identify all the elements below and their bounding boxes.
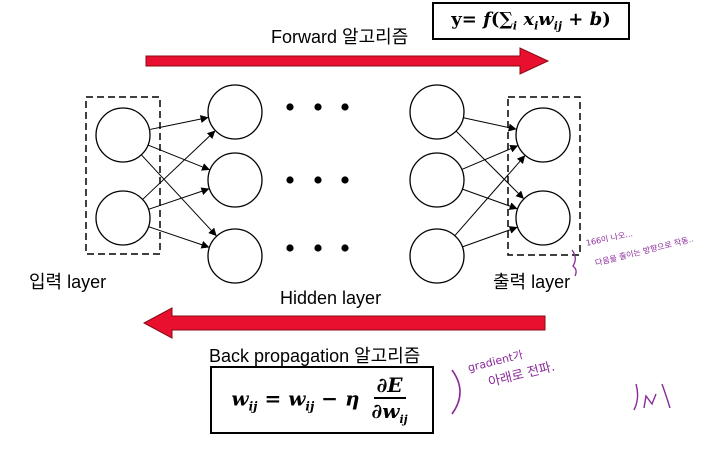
- ellipsis-dot: [341, 103, 349, 111]
- input-hidden-connection: [140, 154, 217, 237]
- last-neuron: [409, 228, 465, 284]
- update-formula-box: wij = wij − η ∂E ∂wij: [210, 366, 434, 434]
- output-layer-label: 출력 layer: [493, 272, 571, 292]
- forward-formula-box: y= f(∑i xiwij + b): [432, 2, 630, 40]
- output-neuron: [515, 190, 571, 246]
- hidden-output-connection: [463, 117, 517, 132]
- ellipsis-dot: [341, 176, 349, 184]
- hidden-output-connection: [462, 188, 518, 210]
- ellipsis-dot: [286, 244, 294, 252]
- nodes: [95, 84, 571, 284]
- last-neuron: [409, 84, 465, 140]
- input-neuron: [95, 190, 151, 246]
- gradient-fraction: ∂E ∂wij: [371, 372, 408, 426]
- ellipsis-dot: [314, 103, 322, 111]
- forward-arrow: [145, 47, 550, 75]
- ellipsis-dot: [341, 244, 349, 252]
- ellipsis-dots: [286, 103, 349, 252]
- bracket-stroke: [571, 249, 577, 277]
- backward-arrow: [142, 307, 546, 339]
- input-hidden-connection: [149, 115, 209, 131]
- input-layer-box: [85, 96, 161, 255]
- hidden-layer-label: Hidden layer: [280, 288, 382, 308]
- paren-stroke: [451, 369, 461, 415]
- output-layer-box: [507, 96, 581, 256]
- connections: [140, 115, 526, 249]
- forward-label: Forward 알고리즘: [271, 27, 409, 47]
- hidden-output-connection: [462, 226, 518, 248]
- hidden-neuron: [207, 84, 263, 140]
- input-neuron: [95, 107, 151, 163]
- output-neuron: [515, 107, 571, 163]
- hidden-neuron: [207, 152, 263, 208]
- input-hidden-connection: [147, 144, 210, 171]
- last-neuron: [409, 152, 465, 208]
- ellipsis-dot: [314, 244, 322, 252]
- forward-formula: y= f(∑i xiwij + b): [451, 9, 611, 33]
- hidden-output-connection: [454, 155, 526, 237]
- hidden-output-connection: [461, 144, 519, 170]
- hidden-output-connection: [455, 130, 524, 199]
- update-formula: wij = wij − η ∂E ∂wij: [231, 374, 412, 426]
- input-hidden-connection: [148, 226, 210, 249]
- ellipsis-dot: [286, 176, 294, 184]
- input-hidden-connection: [142, 130, 216, 200]
- ellipsis-dot: [314, 176, 322, 184]
- input-hidden-connection: [148, 187, 210, 210]
- ellipsis-dot: [286, 103, 294, 111]
- doodle-stroke: [633, 383, 671, 411]
- input-layer-label: 입력 layer: [29, 272, 107, 292]
- backward-label: Back propagation 알고리즘: [209, 346, 421, 366]
- hidden-neuron: [207, 228, 263, 284]
